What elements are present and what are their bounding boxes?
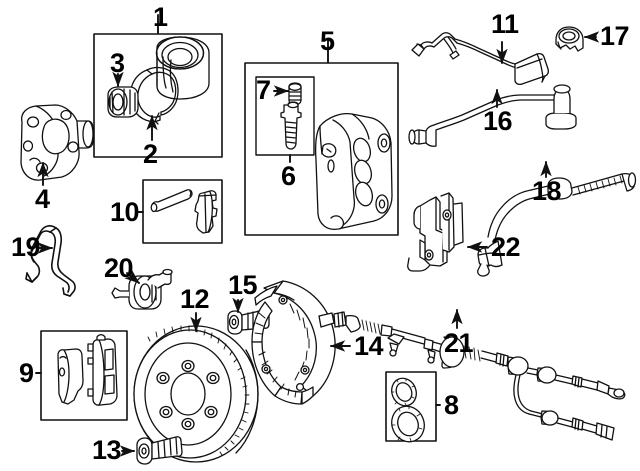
leader-20 [124,269,140,284]
callout-label-4: 4 [35,184,50,214]
callout-label-8: 8 [444,390,459,420]
callout-label-11: 11 [491,9,519,39]
callout-label-13: 13 [92,435,122,465]
axle-nut-illustration [107,86,139,118]
brake-caliper-illustration [314,112,393,230]
callout-label-12: 12 [180,284,210,314]
callout-label-3: 3 [110,48,125,78]
sensor-cover-cap-illustration [555,26,584,52]
rotor-retaining-screw-illustration [136,436,183,465]
pad-hardware-illustration [150,189,218,234]
callout-label-19: 19 [11,232,41,262]
callout-label-14: 14 [354,331,384,361]
callout-label-15: 15 [228,270,258,300]
callout-label-10: 10 [110,197,140,227]
callout-label-5: 5 [320,26,335,56]
pad-spring-clip-illustration [25,225,76,297]
callout-label-22: 22 [491,232,521,262]
brake-pad-set-illustration [57,334,118,406]
wheel-bearing-illustration [155,36,210,100]
brake-rotor-illustration [133,325,259,463]
brake-hose-illustration [477,172,637,277]
wheel-speed-sensor-illustration [111,268,173,310]
callout-label-18: 18 [532,176,562,206]
wheel-hub-flange-illustration [20,104,94,181]
parking-brake-cable-illustration [318,311,626,441]
brake-line-pipe-illustration [408,84,577,147]
abs-wheel-speed-sensor-illustration [411,32,550,86]
sensor-mounting-bracket-illustration [407,192,464,272]
callout-label-9: 9 [19,358,34,388]
callout-label-7: 7 [256,75,271,105]
brake-splash-shield-illustration [251,280,336,405]
callout-label-21: 21 [444,328,474,358]
callout-label-20: 20 [104,253,134,283]
callout-label-16: 16 [483,106,513,136]
caliper-seal-kit-illustration [391,377,425,443]
bleeder-screw-illustration [280,101,302,150]
callout-label-1: 1 [153,2,168,32]
callout-label-17: 17 [600,21,630,51]
callout-label-2: 2 [143,139,158,169]
callout-label-6: 6 [281,161,296,191]
